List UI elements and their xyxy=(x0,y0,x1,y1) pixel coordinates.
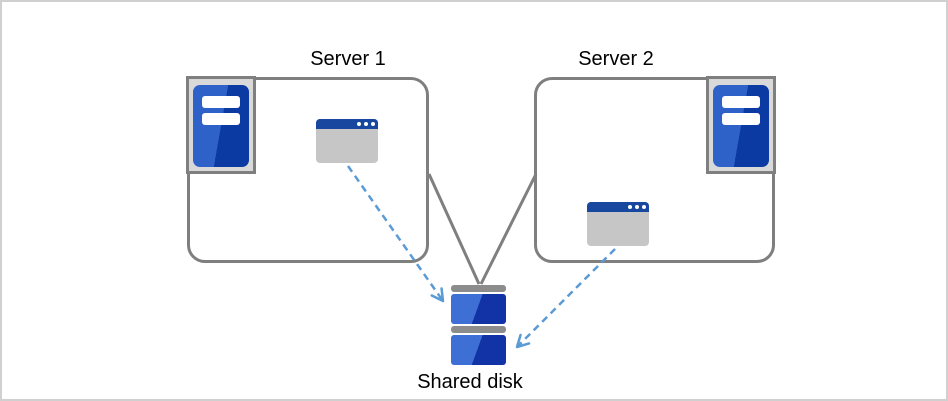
server2-server-tower-icon xyxy=(706,76,776,174)
dashed-arrow-app2-to-disk xyxy=(515,248,616,349)
server2-label: Server 2 xyxy=(578,48,654,70)
server1-application-window-icon xyxy=(316,119,378,163)
tower-slot xyxy=(722,96,760,108)
tower-slot xyxy=(202,96,240,108)
app-titlebar xyxy=(316,119,378,129)
app-titlebar xyxy=(587,202,649,212)
connector-line-server1-to-disk xyxy=(427,173,481,285)
app-titlebar-dot xyxy=(357,122,361,126)
disk-cap xyxy=(451,326,506,333)
server1-server-tower-icon xyxy=(186,76,256,174)
shared-disk-icon xyxy=(451,285,506,365)
app-titlebar-dot xyxy=(635,205,639,209)
server2-application-window-icon xyxy=(587,202,649,246)
tower-slot xyxy=(202,113,240,125)
disk-platter xyxy=(451,335,506,365)
app-titlebar-dot xyxy=(628,205,632,209)
app-titlebar-dot xyxy=(364,122,368,126)
disk-cap xyxy=(451,285,506,292)
server-tower-icon xyxy=(713,85,769,167)
tower-slot xyxy=(722,113,760,125)
server1-label: Server 1 xyxy=(310,48,386,70)
server-tower-icon xyxy=(193,85,249,167)
disk-platter xyxy=(451,294,506,324)
app-titlebar-dot xyxy=(642,205,646,209)
app-titlebar-dot xyxy=(371,122,375,126)
shared-disk-label: Shared disk xyxy=(417,371,523,393)
